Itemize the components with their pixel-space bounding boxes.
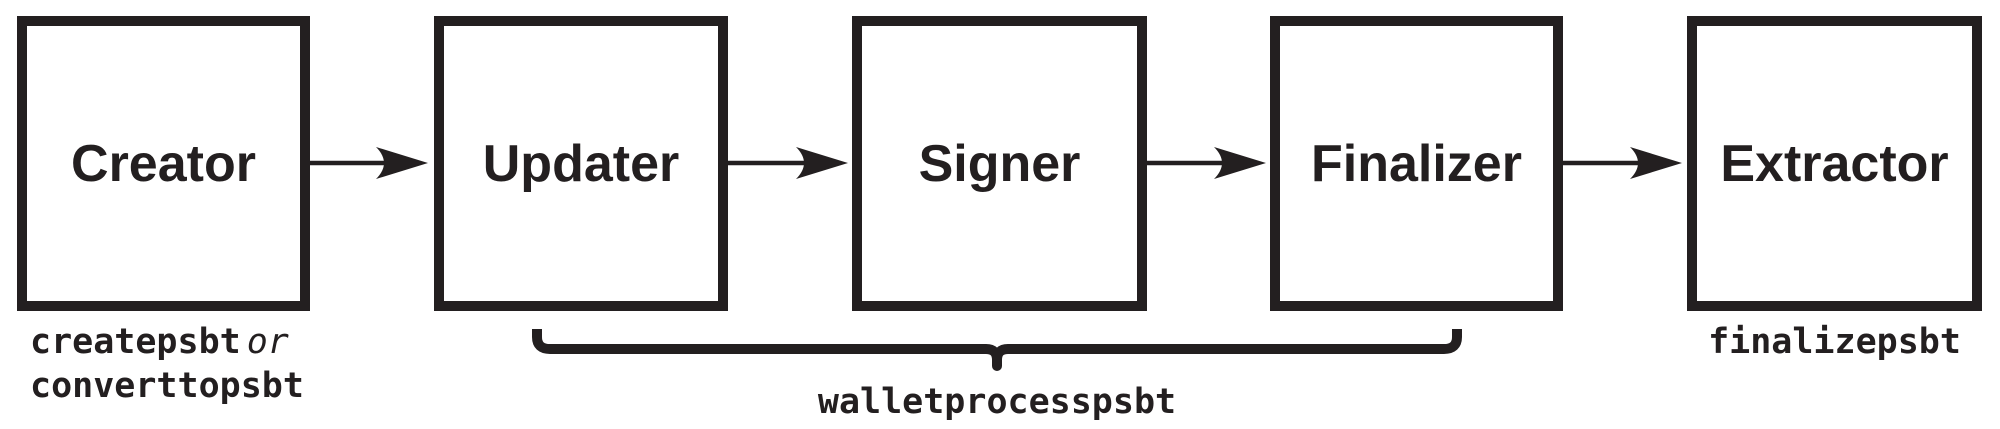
caption-walletprocesspsbt: walletprocesspsbt <box>537 381 1457 423</box>
arrow-creator-to-updater <box>310 147 428 179</box>
box-creator: Creator <box>17 16 310 311</box>
arrow-signer-to-finalizer <box>1147 147 1266 179</box>
arrow-finalizer-to-extractor <box>1563 147 1682 179</box>
brace-label-text: walletprocesspsbt <box>817 382 1177 422</box>
caption-finalizepsbt: finalizepsbt <box>1687 321 1982 363</box>
box-extractor-label: Extractor <box>1720 134 1949 193</box>
caption-or: or <box>246 322 289 362</box>
arrowhead-icon <box>1214 147 1266 179</box>
arrowhead-icon <box>1630 147 1682 179</box>
extractor-label-text: finalizepsbt <box>1708 322 1961 362</box>
box-updater: Updater <box>434 16 728 311</box>
arrow-updater-to-signer <box>728 147 848 179</box>
box-finalizer-label: Finalizer <box>1311 134 1522 193</box>
box-extractor: Extractor <box>1687 16 1982 311</box>
box-updater-label: Updater <box>482 134 680 193</box>
box-signer-label: Signer <box>918 134 1081 193</box>
box-creator-label: Creator <box>71 134 256 193</box>
brace-under-wallet-roles <box>532 329 1462 371</box>
box-finalizer: Finalizer <box>1270 16 1563 311</box>
caption-converttopsbt: converttopsbt <box>30 366 304 406</box>
box-signer: Signer <box>852 16 1147 311</box>
caption-creator-line2: converttopsbt <box>30 365 304 407</box>
arrowhead-icon <box>796 147 848 179</box>
arrowhead-icon <box>376 147 428 179</box>
caption-createpsbt: createpsbt <box>30 322 241 362</box>
